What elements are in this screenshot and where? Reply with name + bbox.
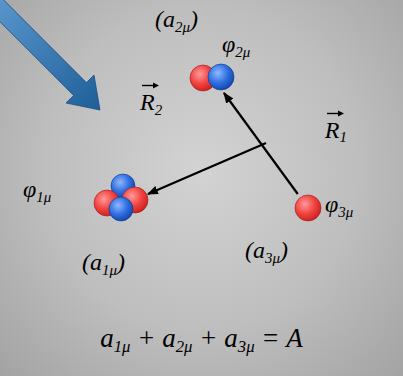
- mass-number-label: (a2μ): [155, 5, 198, 34]
- wavefunction-label: φ2μ: [222, 30, 250, 59]
- symbol: R: [325, 117, 340, 143]
- neutron: [109, 197, 133, 221]
- cluster-shape: [188, 63, 238, 93]
- position-vector: [224, 93, 298, 194]
- nucleon-cluster: φ3μ(a3μ): [294, 194, 322, 222]
- subscript: 1μ: [36, 189, 51, 205]
- symbol: (a: [245, 237, 265, 263]
- symbol: (a: [155, 6, 175, 32]
- symbol: = A: [255, 323, 303, 353]
- subscript: 2μ: [175, 19, 190, 35]
- vector-arrow: [141, 81, 161, 90]
- relative-vector: [148, 143, 266, 194]
- symbol: R: [140, 89, 155, 115]
- wavefunction-label: φ1μ: [23, 175, 51, 204]
- cluster-shape: [95, 172, 145, 222]
- subscript: 1μ: [114, 337, 131, 356]
- subscript: 2μ: [235, 44, 250, 60]
- neutron: [208, 64, 234, 90]
- symbol: φ: [325, 191, 338, 217]
- mass-number-label: (a3μ): [245, 236, 288, 265]
- symbol: φ: [222, 31, 235, 57]
- subscript: 2μ: [176, 337, 193, 356]
- subscript: 3μ: [338, 204, 353, 220]
- subscript: 3μ: [265, 250, 280, 266]
- proton: [295, 195, 321, 221]
- subscript: 2: [155, 102, 162, 118]
- pointer-arrow: [0, 0, 100, 110]
- symbol: a: [100, 323, 114, 353]
- subscript: 3μ: [238, 337, 255, 356]
- cluster-shape: [294, 194, 322, 222]
- vector-label: R2: [140, 88, 162, 117]
- nucleon-cluster: φ1μ(a1μ): [95, 172, 145, 222]
- nucleon-cluster: φ2μ(a2μ): [188, 63, 238, 93]
- subscript: 1: [340, 129, 347, 145]
- wavefunction-label: φ3μ: [325, 190, 353, 219]
- mass-number-label: (a1μ): [82, 248, 125, 277]
- symbol: φ: [23, 176, 36, 202]
- symbol: + a: [193, 323, 238, 353]
- subscript: 1μ: [102, 262, 117, 278]
- symbol: + a: [131, 323, 176, 353]
- vector-label: R1: [325, 116, 347, 145]
- vector-arrow: [326, 109, 346, 118]
- symbol: (a: [82, 249, 102, 275]
- symbol: ): [280, 237, 288, 263]
- symbol: ): [190, 6, 198, 32]
- symbol: ): [117, 249, 125, 275]
- equation: a1μ + a2μ + a3μ = A: [0, 322, 403, 354]
